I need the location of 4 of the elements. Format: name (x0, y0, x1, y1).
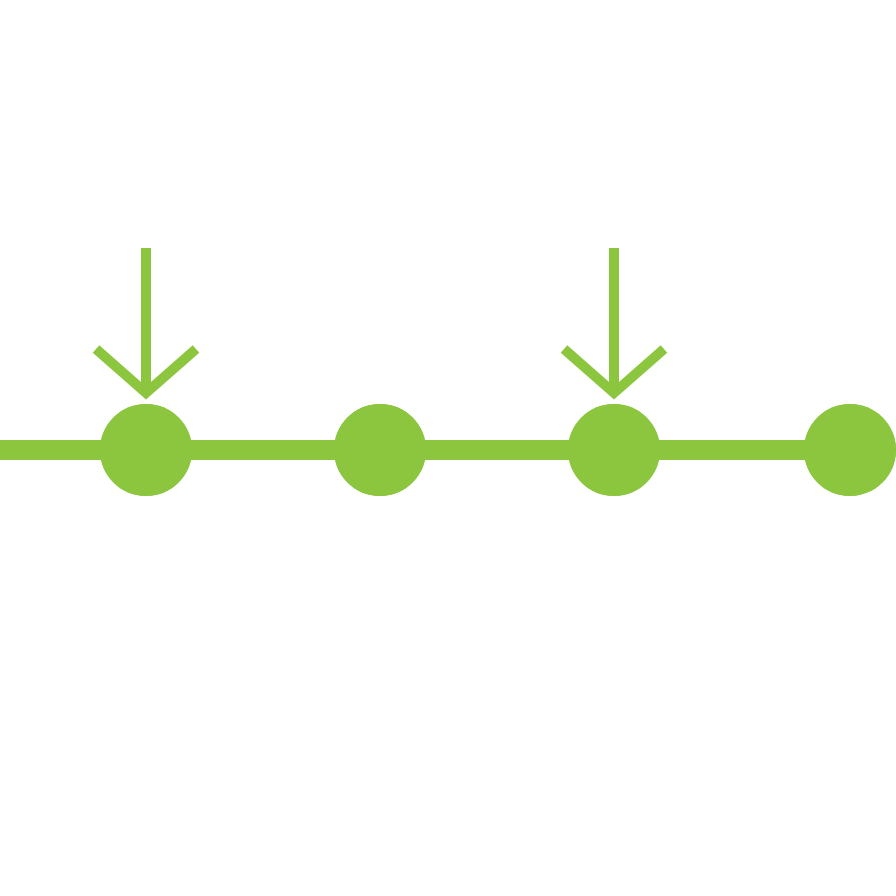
connector-line (188, 440, 338, 460)
connector-line (0, 440, 104, 460)
connector-line (422, 440, 572, 460)
connector-line (656, 440, 808, 460)
